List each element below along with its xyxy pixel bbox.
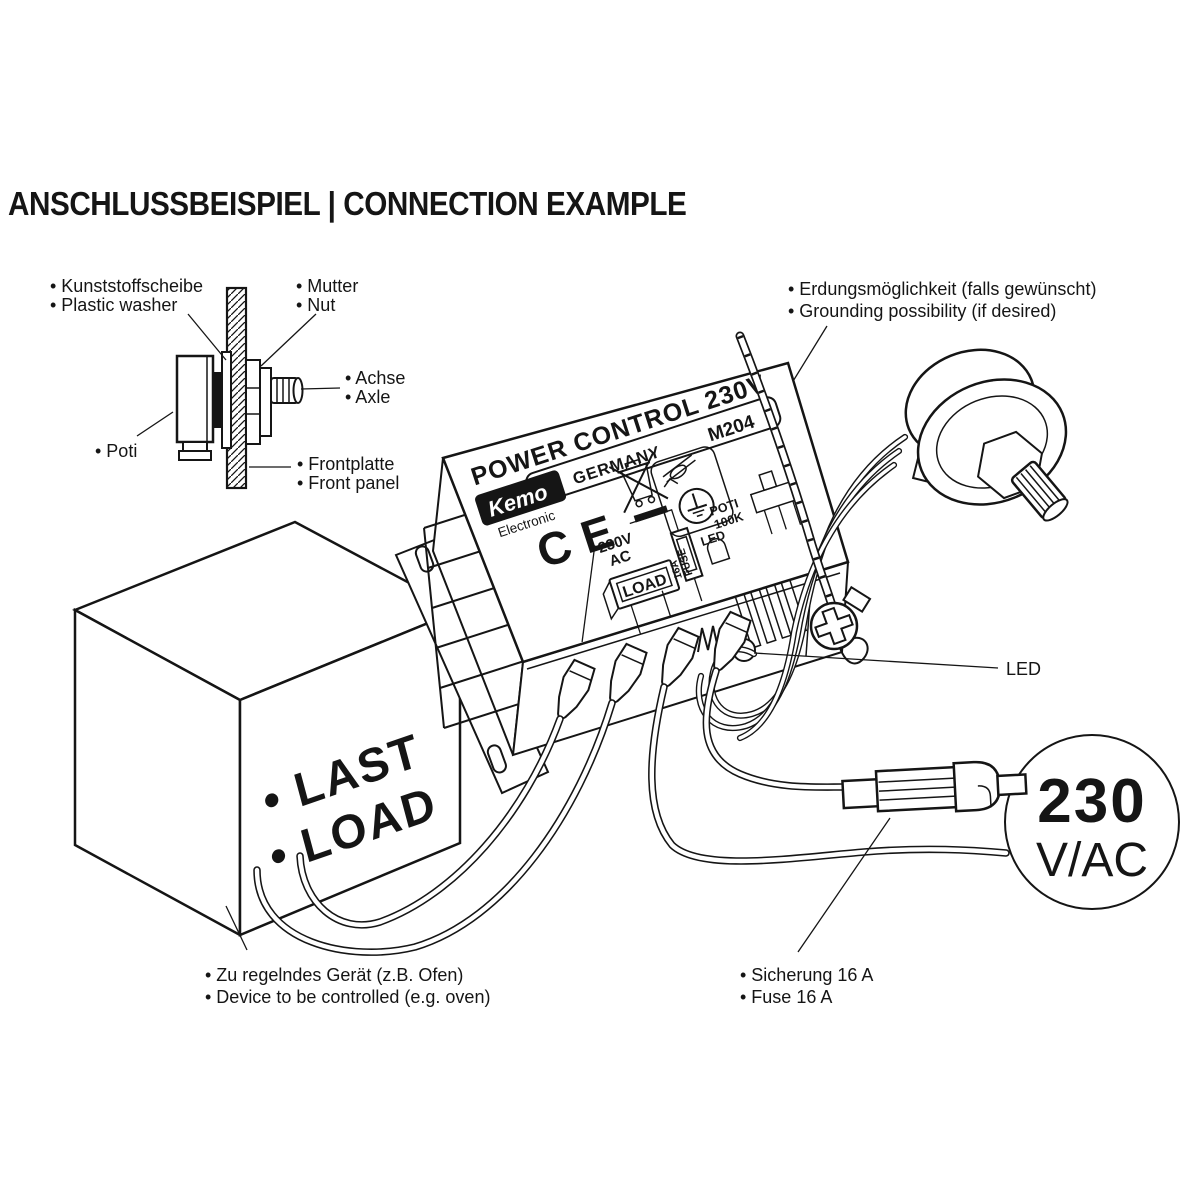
leader-line [260, 313, 317, 367]
label-frontpanel-en: • Front panel [297, 473, 399, 493]
spacer-drawing [214, 372, 222, 428]
ground-badge-icon [650, 446, 734, 538]
potentiometer-drawing [904, 348, 1069, 522]
grounding-annotation: • Erdungsmöglichkeit (falls gewünscht) •… [778, 279, 1096, 405]
label-poti: • Poti [95, 441, 137, 461]
label-device-en: • Device to be controlled (e.g. oven) [205, 987, 490, 1007]
pot-mounting-detail: • Kunststoffscheibe • Plastic washer • M… [50, 276, 405, 493]
label-fuse-de: • Sicherung 16 A [740, 965, 873, 985]
nut-drawing [245, 359, 261, 445]
kemo-logo-box [475, 470, 567, 526]
spade-connectors [557, 610, 752, 720]
mains-voltage: 230 [1037, 767, 1146, 836]
leader-line [225, 905, 248, 951]
ground-screw [809, 601, 859, 651]
label-frontpanel-de: • Frontplatte [297, 454, 394, 474]
leader-line [187, 313, 227, 361]
label-led: LED [1006, 659, 1041, 679]
page-title-text: ANSCHLUSSBEISPIEL | CONNECTION EXAMPLE [8, 186, 686, 223]
label-axle-de: • Achse [345, 368, 405, 388]
mains-unit: V/AC [1036, 834, 1148, 887]
leader-line [797, 817, 891, 953]
schematic-fuse-1: 16A [668, 558, 685, 580]
mains-symbol: 230 V/AC [1004, 734, 1180, 910]
plastic-washer-drawing [221, 351, 232, 449]
fuse-annotation: • Sicherung 16 A • Fuse 16 A [740, 817, 891, 1007]
device-annotation: • Zu regelndes Gerät (z.B. Ofen) • Devic… [205, 905, 490, 1007]
leader-line [300, 387, 341, 390]
label-grounding-en: • Grounding possibility (if desired) [788, 301, 1056, 321]
mounting-slot [486, 744, 507, 774]
label-device-de: • Zu regelndes Gerät (z.B. Ofen) [205, 965, 463, 985]
leader-line [753, 652, 999, 669]
label-nut-en: • Nut [296, 295, 335, 315]
spring-terminal [697, 625, 719, 653]
load-box-drawing: • LAST • LOAD [72, 520, 463, 938]
power-control-device: POWER CONTROL 230V GERMANY M204 Kemo Ele… [394, 361, 850, 795]
mains-circle [1004, 734, 1180, 910]
device-schematic: 230V AC LOAD 16A [581, 470, 802, 643]
wiring [253, 667, 1010, 956]
label-washer-de: • Kunststoffscheibe [50, 276, 203, 296]
poti-terminal [178, 450, 212, 461]
schematic-fuse: 16A FUSE [668, 526, 704, 602]
led-annotation: LED [753, 652, 1041, 679]
label-fuse-en: • Fuse 16 A [740, 987, 832, 1007]
page-title: ANSCHLUSSBEISPIEL | CONNECTION EXAMPLE [8, 186, 687, 223]
earth-wire [735, 331, 872, 665]
label-grounding-de: • Erdungsmöglichkeit (falls gewünscht) [788, 279, 1096, 299]
label-washer-en: • Plastic washer [50, 295, 177, 315]
leader-line [136, 411, 174, 437]
schematic-supply-2: AC [607, 547, 633, 570]
fuse-holder-drawing [841, 760, 1028, 813]
knurled-shaft [1010, 460, 1069, 522]
poti-terminal [182, 441, 208, 452]
label-nut-de: • Mutter [296, 276, 358, 296]
wire-clamp [842, 585, 872, 613]
label-axle-en: • Axle [345, 387, 390, 407]
